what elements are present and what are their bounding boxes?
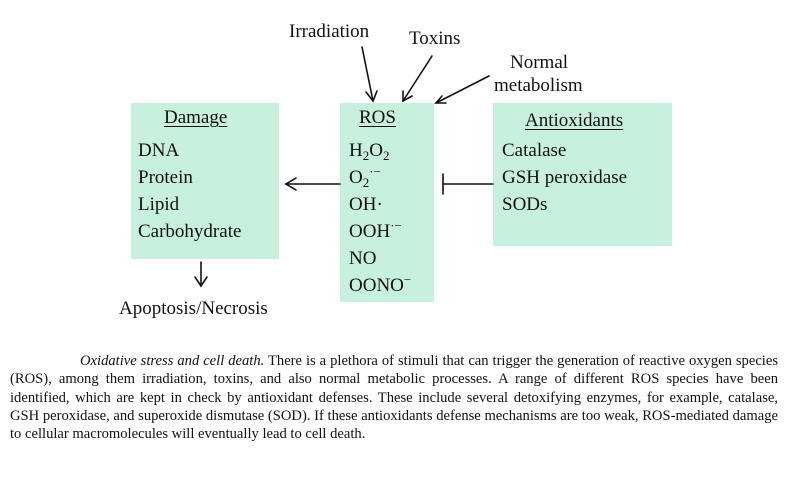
arrow-irradiation-to-ros (361, 46, 378, 103)
label-metabolism: metabolism (494, 75, 583, 96)
ros-species-peroxynitrite: OONO− (349, 272, 412, 296)
damage-item-dna: DNA (138, 140, 180, 161)
label-toxins: Toxins (409, 28, 461, 49)
ros-species-superoxide: O2·− (349, 164, 381, 190)
label-normal: Normal (510, 52, 569, 73)
oxidative-stress-diagram: Irradiation Toxins Normal metabolism Dam… (119, 21, 672, 319)
damage-item-protein: Protein (138, 167, 193, 188)
ros-species-h2o2: H2O2 (349, 140, 390, 163)
ros-box: ROS H2O2 O2·− OH· OOH·− NO OONO− (340, 103, 434, 302)
damage-item-lipid: Lipid (138, 194, 180, 215)
label-irradiation: Irradiation (289, 21, 370, 42)
ros-species-hydroxyl: OH· (349, 194, 383, 215)
ros-species-no: NO (349, 248, 377, 269)
caption-title: Oxidative stress and cell death. (80, 353, 265, 369)
caption-body: There is a plethora of stimuli that can … (10, 353, 779, 443)
ros-species-hydroperoxyl: OOH·− (349, 218, 402, 242)
arrow-toxins-to-ros (402, 55, 433, 103)
figure-caption: Oxidative stress and cell death. There i… (10, 352, 778, 443)
inhibit-antioxidants-to-ros (442, 173, 494, 195)
antioxidant-item-sods: SODs (502, 194, 548, 215)
antioxidants-title: Antioxidants (525, 110, 624, 131)
damage-box: Damage DNA Protein Lipid Carbohydrate (131, 103, 279, 259)
antioxidants-box: Antioxidants Catalase GSH peroxidase SOD… (493, 103, 672, 246)
arrow-metabolism-to-ros (434, 75, 490, 104)
damage-title: Damage (164, 107, 228, 128)
arrows-layer (194, 46, 494, 288)
damage-item-carbohydrate: Carbohydrate (138, 221, 242, 242)
antioxidant-item-catalase: Catalase (502, 140, 567, 161)
label-apoptosis-necrosis: Apoptosis/Necrosis (119, 298, 268, 319)
arrow-ros-to-damage (284, 177, 341, 191)
arrow-damage-to-apoptosis (194, 261, 208, 288)
ros-title: ROS (359, 107, 396, 128)
antioxidant-item-gsh: GSH peroxidase (502, 167, 628, 188)
